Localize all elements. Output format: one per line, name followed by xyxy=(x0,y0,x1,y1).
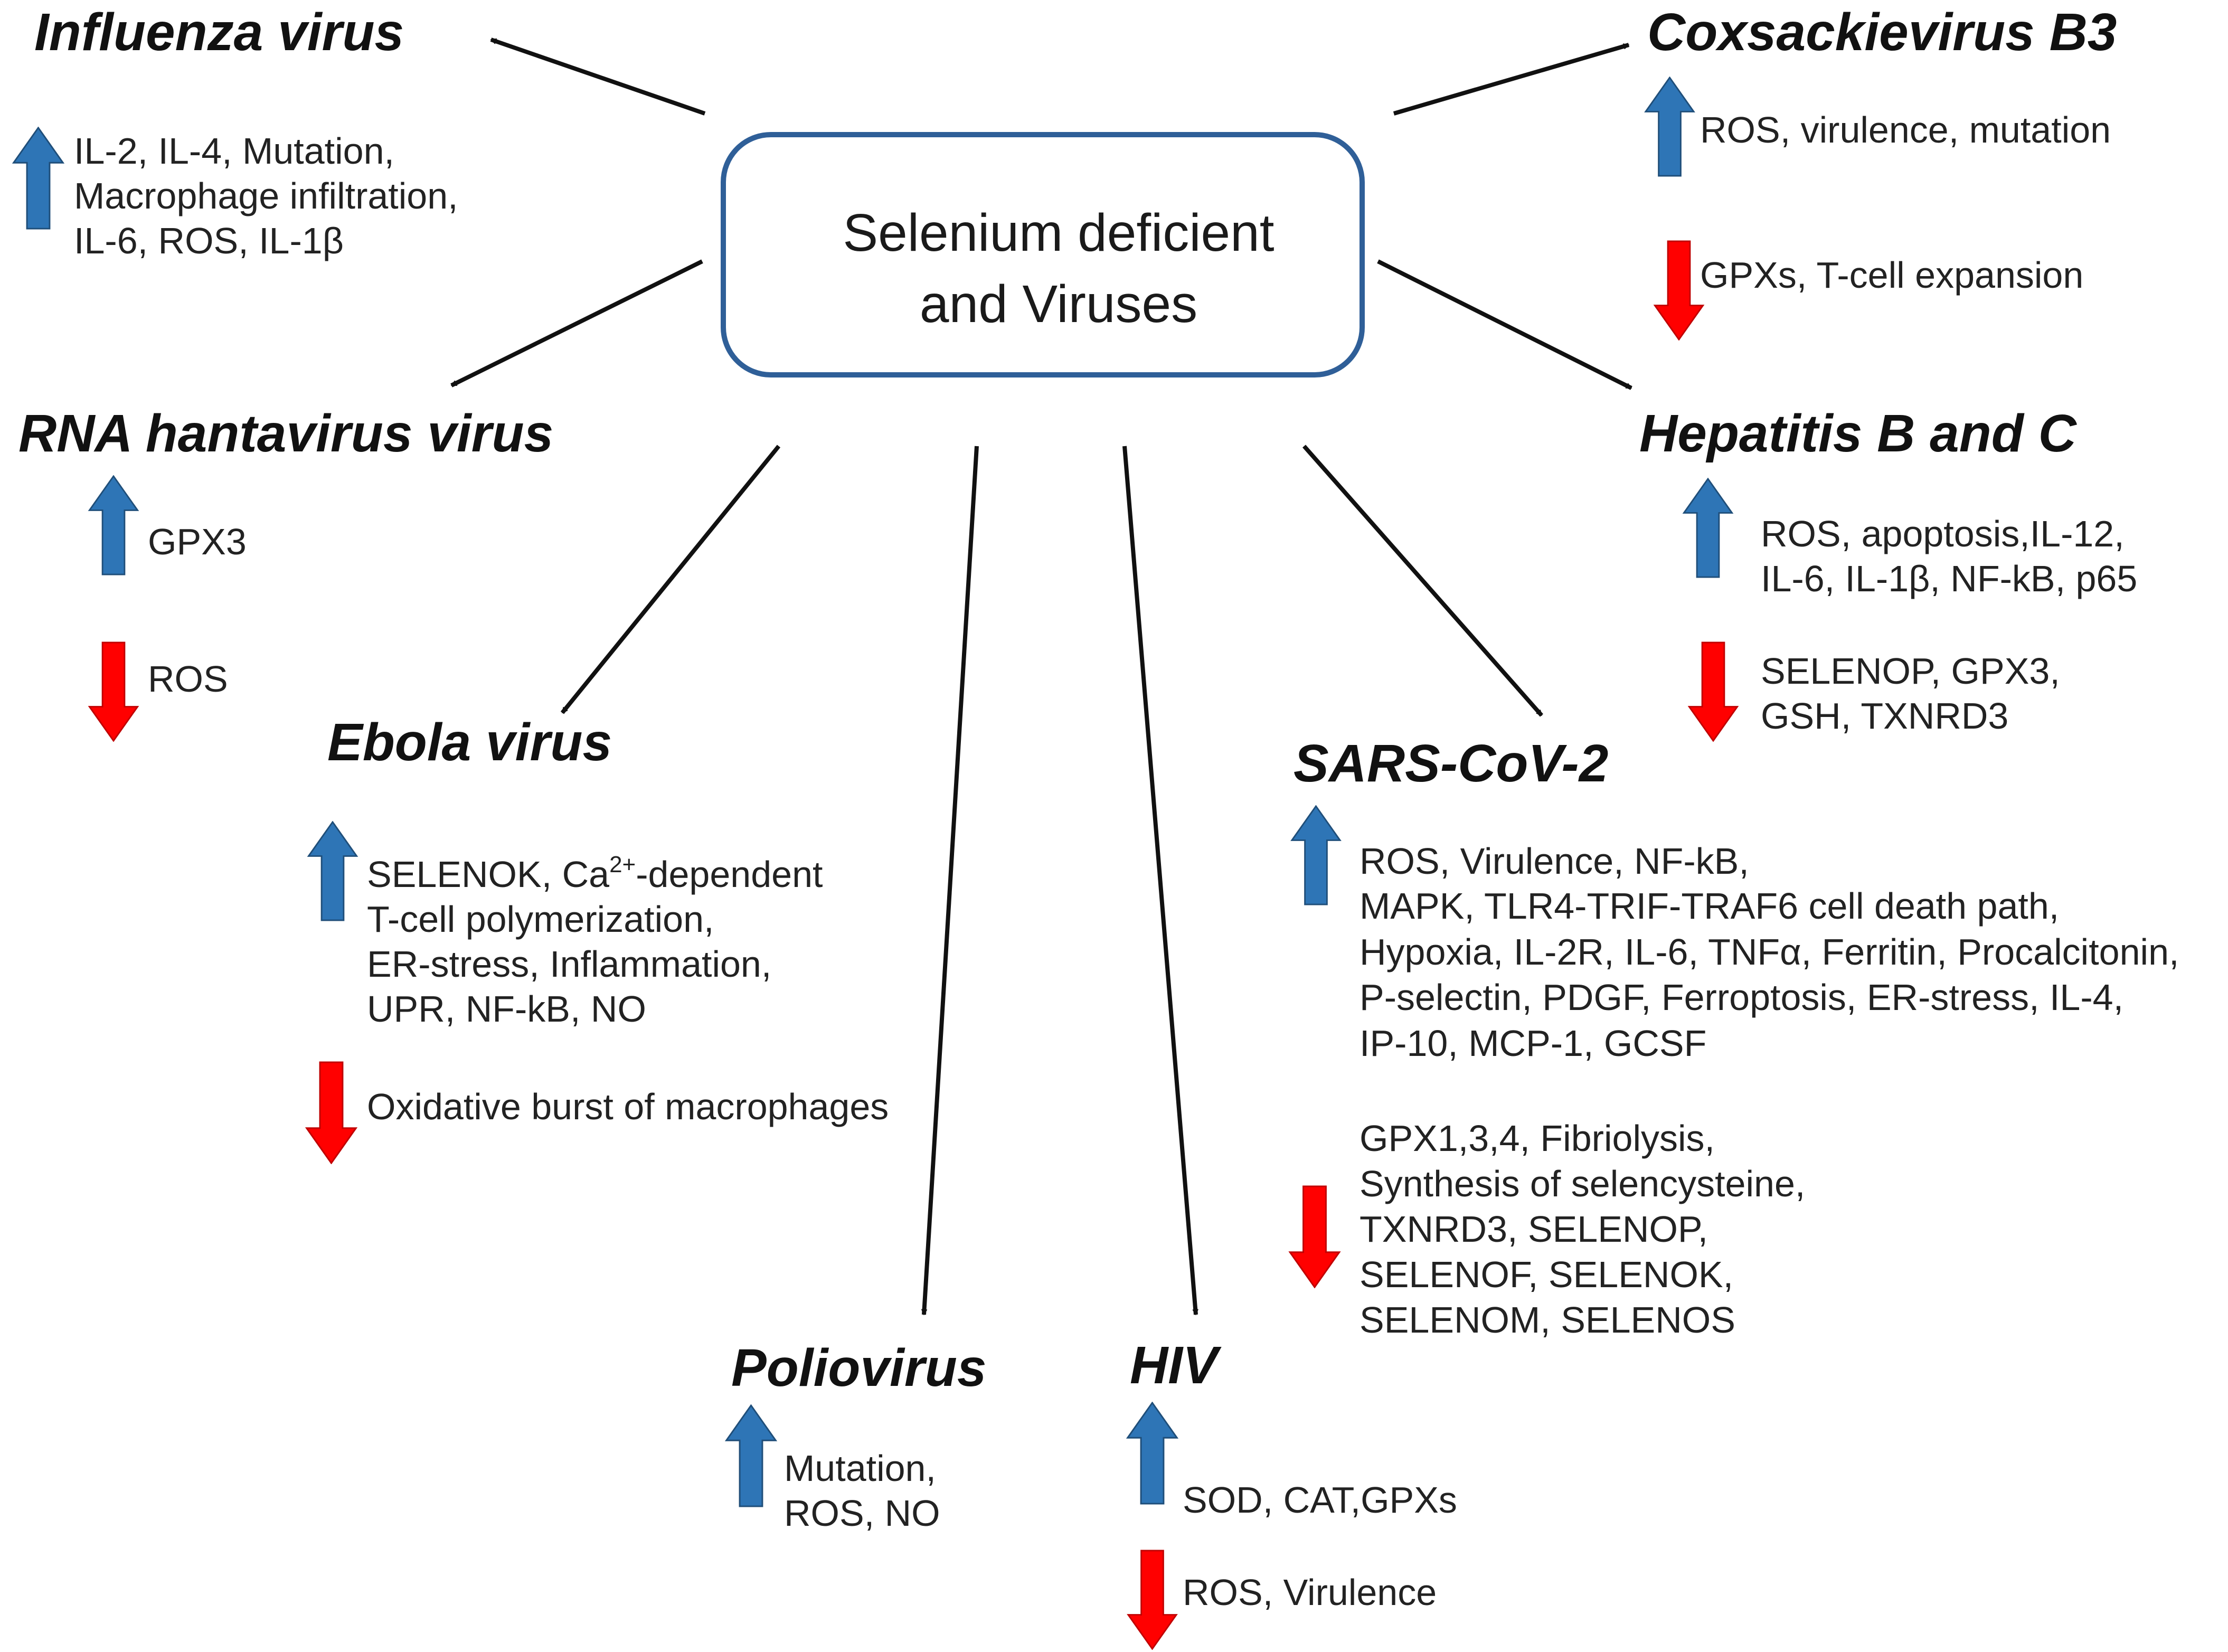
hantavirus-title: RNA hantavirus virus xyxy=(18,404,553,463)
down-arrow-icon xyxy=(88,641,139,742)
center-box: Selenium deficient and Viruses xyxy=(721,132,1365,377)
up-arrow-icon xyxy=(726,1405,776,1506)
up-arrow-icon xyxy=(1128,1403,1177,1504)
hiv-title: HIV xyxy=(1130,1336,1222,1395)
ebola-up-line-1: SELENOK, Ca2+-dependent xyxy=(367,852,823,895)
ebola-up-line-1-sup: 2+ xyxy=(609,852,636,877)
down-arrow-icon xyxy=(1128,1551,1176,1649)
poliovirus-up-line-1: Mutation, xyxy=(784,1448,936,1489)
poliovirus-title: Poliovirus xyxy=(731,1338,986,1398)
connector-arrows xyxy=(450,37,1632,1315)
sars-up-line-4: P-selectin, PDGF, Ferroptosis, ER-stress… xyxy=(1360,977,2123,1018)
up-arrow-icon xyxy=(1645,77,1695,177)
arrow-to-hiv xyxy=(1122,446,1196,1315)
arrow-to-coxsackie xyxy=(1393,43,1629,116)
hepatitis-down-line-1: SELENOP, GPX3, xyxy=(1761,650,2060,692)
coxsackie-title: Coxsackievirus B3 xyxy=(1647,3,2117,62)
sars-group: SARS-CoV-2 ROS, Virulence, NF-kB, MAPK, … xyxy=(1290,734,2179,1341)
ebola-up-line-1-pre: SELENOK, Ca xyxy=(367,854,609,895)
poliovirus-group: Poliovirus Mutation, ROS, NO xyxy=(726,1338,986,1534)
arrow-to-influenza xyxy=(491,37,706,116)
poliovirus-up-line-2: ROS, NO xyxy=(784,1493,940,1534)
ebola-up-line-4: UPR, NF-kB, NO xyxy=(367,988,646,1030)
sars-down-line-3: TXNRD3, SELENOP, xyxy=(1360,1209,1708,1250)
sars-down-line-4: SELENOF, SELENOK, xyxy=(1360,1254,1733,1295)
arrow-to-hantavirus xyxy=(450,259,703,388)
hepatitis-up-line-2: IL-6, IL-1β, NF-kB, p65 xyxy=(1761,558,2137,599)
up-arrow-icon xyxy=(1292,806,1340,904)
sars-up-line-1: ROS, Virulence, NF-kB, xyxy=(1360,841,1749,882)
center-title-line2: and Viruses xyxy=(920,275,1197,334)
arrow-to-poliovirus xyxy=(924,446,979,1315)
ebola-up-line-2: T-cell polymerization, xyxy=(367,899,714,940)
hepatitis-up-line-1: ROS, apoptosis,IL-12, xyxy=(1761,513,2125,554)
center-title-line1: Selenium deficient xyxy=(843,203,1274,262)
hantavirus-group: RNA hantavirus virus GPX3 ROS xyxy=(18,404,553,742)
sars-title: SARS-CoV-2 xyxy=(1294,734,1608,793)
hiv-group: HIV SOD, CAT,GPXs ROS, Virulence xyxy=(1128,1336,1457,1649)
ebola-up-line-3: ER-stress, Inflammation, xyxy=(367,943,771,985)
hepatitis-title: Hepatitis B and C xyxy=(1639,404,2078,463)
sars-down-line-2: Synthesis of selencysteine, xyxy=(1360,1163,1805,1204)
ebola-group: Ebola virus SELENOK, Ca2+-dependent T-ce… xyxy=(307,713,889,1163)
arrow-to-hepatitis xyxy=(1377,259,1632,390)
ebola-up-line-1-post: -dependent xyxy=(636,854,823,895)
up-arrow-icon xyxy=(1683,478,1733,578)
sars-up-line-3: Hypoxia, IL-2R, IL-6, TNFα, Ferritin, Pr… xyxy=(1360,931,2179,973)
influenza-up-line-2: Macrophage infiltration, xyxy=(74,175,458,216)
hepatitis-down-line-2: GSH, TXNRD3 xyxy=(1761,695,2008,737)
coxsackie-group: Coxsackievirus B3 ROS, virulence, mutati… xyxy=(1645,3,2117,341)
up-arrow-icon xyxy=(12,127,64,230)
hiv-up-line-1: SOD, CAT,GPXs xyxy=(1183,1479,1457,1521)
down-arrow-icon xyxy=(307,1062,356,1163)
down-arrow-icon xyxy=(1688,641,1739,742)
influenza-up-line-3: IL-6, ROS, IL-1β xyxy=(74,220,344,261)
sars-down-line-5: SELENOM, SELENOS xyxy=(1360,1299,1735,1341)
coxsackie-down-line-1: GPXs, T-cell expansion xyxy=(1700,254,2083,296)
arrow-to-ebola xyxy=(560,445,781,714)
coxsackie-up-line-1: ROS, virulence, mutation xyxy=(1700,109,2111,150)
ebola-title: Ebola virus xyxy=(327,713,612,772)
down-arrow-icon xyxy=(1290,1186,1339,1287)
hantavirus-up-line-1: GPX3 xyxy=(148,521,247,562)
hiv-down-line-1: ROS, Virulence xyxy=(1183,1572,1437,1613)
down-arrow-icon xyxy=(1654,240,1704,341)
influenza-title: Influenza virus xyxy=(34,3,404,62)
up-arrow-icon xyxy=(307,821,358,921)
hepatitis-group: Hepatitis B and C ROS, apoptosis,IL-12, … xyxy=(1639,404,2137,742)
up-arrow-icon xyxy=(88,475,139,575)
sars-up-line-5: IP-10, MCP-1, GCSF xyxy=(1360,1023,1706,1064)
sars-up-line-2: MAPK, TLR4-TRIF-TRAF6 cell death path, xyxy=(1360,885,2059,927)
hantavirus-down-line-1: ROS xyxy=(148,658,228,700)
arrow-to-sars xyxy=(1302,445,1543,717)
influenza-group: Influenza virus IL-2, IL-4, Mutation, Ma… xyxy=(12,3,458,261)
sars-down-line-1: GPX1,3,4, Fibriolysis, xyxy=(1360,1118,1715,1159)
ebola-down-line-1: Oxidative burst of macrophages xyxy=(367,1086,889,1127)
influenza-up-line-1: IL-2, IL-4, Mutation, xyxy=(74,130,394,172)
